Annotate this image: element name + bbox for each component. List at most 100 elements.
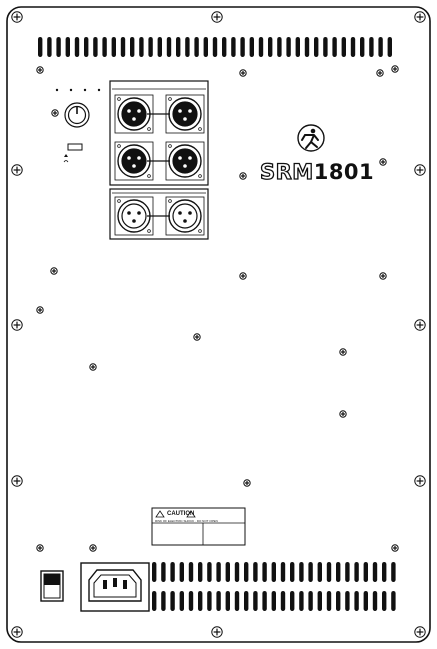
vent-slot bbox=[360, 37, 364, 57]
vent-slot bbox=[152, 591, 156, 611]
vent-slot bbox=[250, 37, 254, 57]
vent-slot bbox=[369, 37, 373, 57]
vent-slot bbox=[323, 37, 327, 57]
vent-slot bbox=[305, 37, 309, 57]
screw-head-icon bbox=[12, 12, 22, 22]
screw-head-icon bbox=[392, 66, 398, 72]
vent-slot bbox=[194, 37, 198, 57]
vent-slot bbox=[235, 591, 239, 611]
vent-slot bbox=[277, 37, 281, 57]
screw-head-icon bbox=[415, 476, 425, 486]
vent-slot bbox=[272, 591, 276, 611]
power-switch[interactable] bbox=[41, 571, 63, 601]
iec-power-inlet bbox=[81, 563, 149, 611]
vent-slot bbox=[226, 591, 230, 611]
screw-head-icon bbox=[12, 165, 22, 175]
vent-slot bbox=[176, 37, 180, 57]
vent-slot bbox=[253, 562, 257, 582]
screw-head-icon bbox=[377, 70, 383, 76]
vent-slot bbox=[290, 562, 294, 582]
vent-slot bbox=[84, 37, 88, 57]
vent-slot bbox=[262, 562, 266, 582]
vent-slot bbox=[382, 562, 386, 582]
screw-head-icon bbox=[340, 411, 346, 417]
vent-slot bbox=[204, 37, 208, 57]
vent-slot bbox=[382, 591, 386, 611]
vent-slot bbox=[308, 562, 312, 582]
vent-slot bbox=[345, 591, 349, 611]
vent-slot bbox=[170, 591, 174, 611]
vent-slot bbox=[198, 562, 202, 582]
vent-slot bbox=[364, 562, 368, 582]
vent-slot bbox=[130, 37, 134, 57]
vent-slot bbox=[345, 562, 349, 582]
screw-head-icon bbox=[12, 320, 22, 330]
vent-slot bbox=[180, 591, 184, 611]
vent-slot bbox=[308, 591, 312, 611]
vent-slot bbox=[222, 37, 226, 57]
caution-title: CAUTION bbox=[167, 511, 194, 517]
vent-slot bbox=[180, 562, 184, 582]
screw-head-icon bbox=[12, 627, 22, 637]
model-logo-outline: SRM bbox=[260, 160, 314, 184]
panel-outline bbox=[7, 7, 430, 642]
input-jack-block bbox=[110, 81, 208, 239]
screw-head-icon bbox=[194, 334, 200, 340]
vent-slot bbox=[207, 562, 211, 582]
screw-head-icon bbox=[37, 67, 43, 73]
vent-slot bbox=[216, 591, 220, 611]
screw-head-icon bbox=[90, 364, 96, 370]
vent-slot bbox=[244, 562, 248, 582]
vent-slot bbox=[253, 591, 257, 611]
vent-slot bbox=[170, 562, 174, 582]
screw-head-icon bbox=[212, 627, 222, 637]
screw-head-icon bbox=[240, 173, 246, 179]
vent-slot bbox=[235, 562, 239, 582]
caution-subtitle: RISK OF ELECTRIC SHOCK · DO NOT OPEN bbox=[155, 519, 218, 523]
vent-slot bbox=[272, 562, 276, 582]
screw-head-icon bbox=[415, 320, 425, 330]
vent-slot bbox=[299, 591, 303, 611]
vent-slot bbox=[139, 37, 143, 57]
vent-slot bbox=[75, 37, 79, 57]
vent-slot bbox=[262, 591, 266, 611]
vent-slot bbox=[216, 562, 220, 582]
vent-slot bbox=[299, 562, 303, 582]
vent-slot bbox=[189, 591, 193, 611]
caution-label bbox=[152, 508, 245, 545]
vent-slot bbox=[327, 562, 331, 582]
vent-slot bbox=[388, 37, 392, 57]
vent-slot bbox=[354, 562, 358, 582]
screw-head-icon bbox=[12, 476, 22, 486]
vent-slot bbox=[354, 591, 358, 611]
xlr-male-connector[interactable] bbox=[166, 142, 204, 180]
vent-slot bbox=[93, 37, 97, 57]
vent-slot bbox=[231, 37, 235, 57]
vent-slot bbox=[286, 37, 290, 57]
vent-slot bbox=[281, 591, 285, 611]
vent-slot bbox=[281, 562, 285, 582]
vent-slot bbox=[364, 591, 368, 611]
vent-slot bbox=[290, 591, 294, 611]
vent-slot bbox=[207, 591, 211, 611]
vent-slot bbox=[373, 562, 377, 582]
screw-head-icon bbox=[212, 12, 222, 22]
vent-slot bbox=[373, 591, 377, 611]
xlr-female-connector[interactable] bbox=[166, 197, 204, 235]
vent-slot bbox=[56, 37, 60, 57]
vent-slot bbox=[161, 591, 165, 611]
vent-slot bbox=[38, 37, 42, 57]
xlr-male-connector[interactable] bbox=[166, 95, 204, 133]
vent-slot bbox=[185, 37, 189, 57]
vent-slot bbox=[161, 562, 165, 582]
vent-slot bbox=[66, 37, 70, 57]
vent-slot bbox=[189, 562, 193, 582]
screw-head-icon bbox=[392, 545, 398, 551]
vent-slot bbox=[152, 562, 156, 582]
vent-slot bbox=[327, 591, 331, 611]
gain-knob[interactable] bbox=[65, 103, 89, 127]
screw-head-icon bbox=[415, 12, 425, 22]
vent-slot bbox=[167, 37, 171, 57]
screw-head-icon bbox=[340, 349, 346, 355]
